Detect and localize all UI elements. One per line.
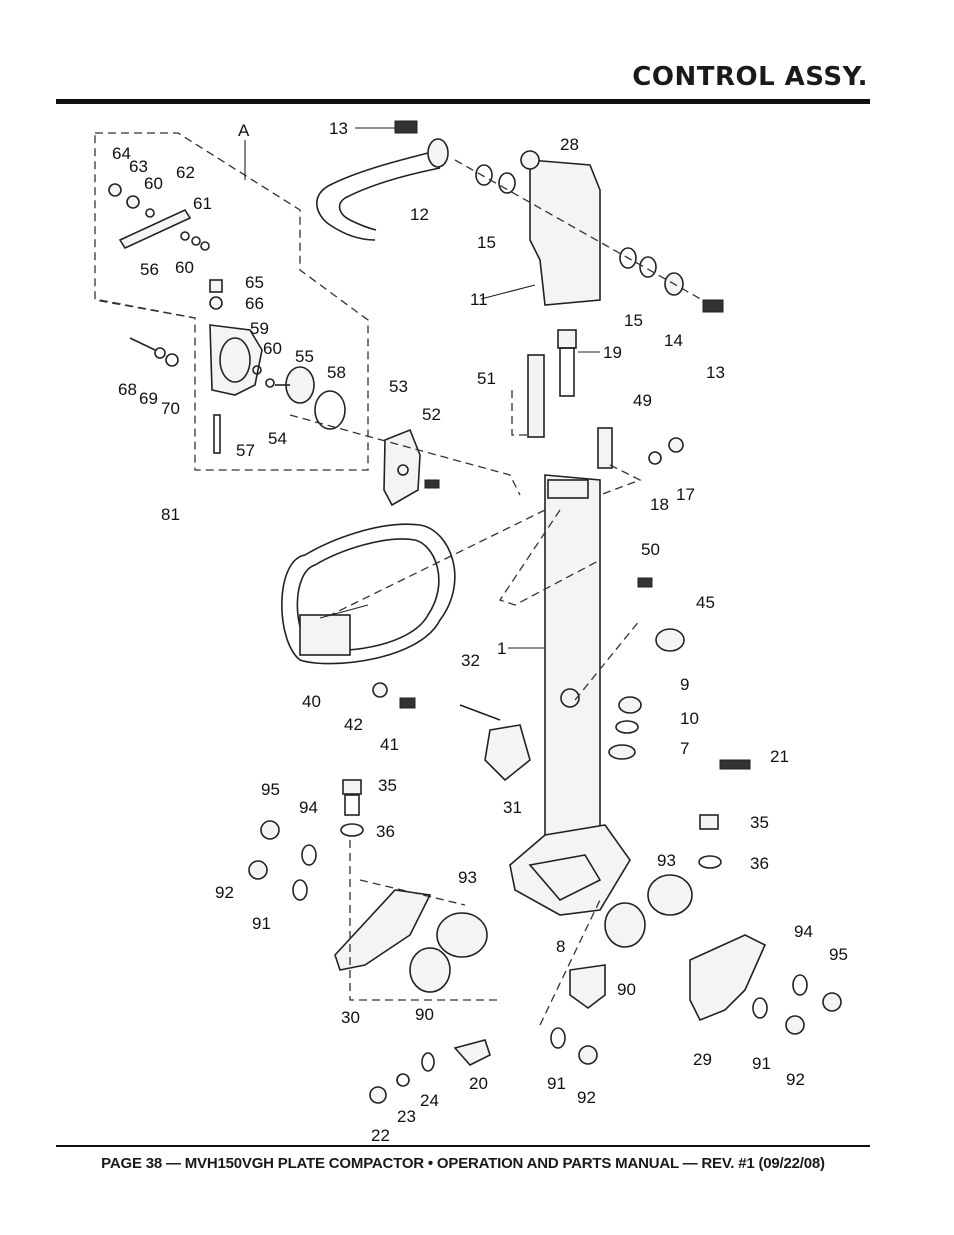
callout-8: 8 xyxy=(556,937,565,956)
control-box xyxy=(529,159,601,306)
callout-36: 36 xyxy=(376,822,395,841)
callout-94b: 94 xyxy=(794,922,813,941)
callout-49: 49 xyxy=(633,391,652,410)
callout-70: 70 xyxy=(161,399,180,418)
callout-53: 53 xyxy=(389,377,408,396)
callout-92: 92 xyxy=(215,883,234,902)
callout-41: 41 xyxy=(380,735,399,754)
header-rule xyxy=(56,99,870,104)
callout-1: 1 xyxy=(497,639,506,658)
callout-13b: 13 xyxy=(706,363,725,382)
footer-rule xyxy=(56,1145,870,1147)
control-bar xyxy=(281,523,456,665)
throttle-bracket xyxy=(209,324,263,396)
callout-94: 94 xyxy=(299,798,318,817)
callout-45: 45 xyxy=(696,593,715,612)
callout-90b: 90 xyxy=(617,980,636,999)
callout-81: 81 xyxy=(161,505,180,524)
page-footer: PAGE 38 — MVH150VGH PLATE COMPACTOR • OP… xyxy=(101,1155,825,1172)
callout-7: 7 xyxy=(680,739,689,758)
callout-31: 31 xyxy=(503,798,522,817)
callout-10: 10 xyxy=(680,709,699,728)
callout-95: 95 xyxy=(261,780,280,799)
callout-93b: 93 xyxy=(657,851,676,870)
callout-24: 24 xyxy=(420,1091,439,1110)
callout-60: 60 xyxy=(144,174,163,193)
callout-35b: 35 xyxy=(750,813,769,832)
callout-90: 90 xyxy=(415,1005,434,1024)
callout-52: 52 xyxy=(422,405,441,424)
mount-bracket-left xyxy=(334,889,432,971)
callout-a: A xyxy=(238,121,250,140)
callout-19: 19 xyxy=(603,343,622,362)
handle-grip xyxy=(316,149,441,241)
base-pivot xyxy=(509,824,631,916)
callout-30: 30 xyxy=(341,1008,360,1027)
callout-95b: 95 xyxy=(829,945,848,964)
callout-59: 59 xyxy=(250,319,269,338)
callout-91: 91 xyxy=(252,914,271,933)
callout-28: 28 xyxy=(560,135,579,154)
callout-92c: 92 xyxy=(577,1088,596,1107)
callout-61: 61 xyxy=(193,194,212,213)
callout-35: 35 xyxy=(378,776,397,795)
callout-20: 20 xyxy=(469,1074,488,1093)
mounting-plate xyxy=(383,428,421,507)
callout-23: 23 xyxy=(397,1107,416,1126)
callout-54: 54 xyxy=(268,429,287,448)
callout-11: 11 xyxy=(470,290,488,309)
callout-55: 55 xyxy=(295,347,314,366)
callout-93: 93 xyxy=(458,868,477,887)
callout-15: 15 xyxy=(477,233,496,252)
mount-bracket-right xyxy=(689,934,767,1022)
callout-18: 18 xyxy=(650,495,669,514)
page-title: CONTROL ASSY. xyxy=(632,62,868,92)
callout-58: 58 xyxy=(327,363,346,382)
callout-60b: 60 xyxy=(175,258,194,277)
callout-91b: 91 xyxy=(752,1054,771,1073)
callout-51: 51 xyxy=(477,369,496,388)
callout-91c: 91 xyxy=(547,1074,566,1093)
callout-56: 56 xyxy=(140,260,159,279)
callout-21: 21 xyxy=(770,747,789,766)
callout-66: 66 xyxy=(245,294,264,313)
callout-32: 32 xyxy=(461,651,480,670)
pivot-bracket xyxy=(484,724,531,782)
callout-69: 69 xyxy=(139,389,158,408)
callout-65: 65 xyxy=(245,273,264,292)
callout-64: 64 xyxy=(112,144,131,163)
callout-15b: 15 xyxy=(624,311,643,330)
callout-40: 40 xyxy=(302,692,321,711)
callout-17: 17 xyxy=(676,485,695,504)
callout-92b: 92 xyxy=(786,1070,805,1089)
callout-60c: 60 xyxy=(263,339,282,358)
callout-13: 13 xyxy=(329,119,348,138)
callout-labels: A 13 28 12 15 11 15 14 13 64 63 60 62 61… xyxy=(112,119,848,1145)
callout-68: 68 xyxy=(118,380,137,399)
callout-50: 50 xyxy=(641,540,660,559)
callout-12: 12 xyxy=(410,205,429,224)
callout-63: 63 xyxy=(129,157,148,176)
callout-57: 57 xyxy=(236,441,255,460)
callout-9: 9 xyxy=(680,675,689,694)
callout-62: 62 xyxy=(176,163,195,182)
callout-29: 29 xyxy=(693,1050,712,1069)
inset-a-boundary xyxy=(94,132,369,471)
callout-22: 22 xyxy=(371,1126,390,1145)
main-tube xyxy=(544,474,601,841)
callout-36b: 36 xyxy=(750,854,769,873)
callout-42: 42 xyxy=(344,715,363,734)
callout-14: 14 xyxy=(664,331,683,350)
